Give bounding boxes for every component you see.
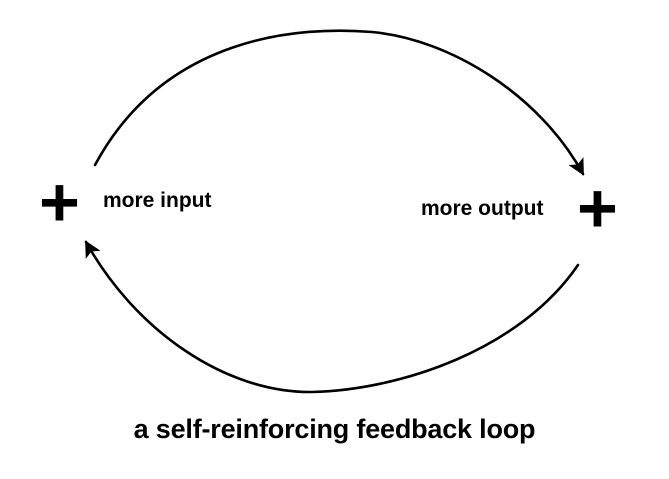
label-more-input: more input <box>103 189 212 212</box>
plus-sign-right: + <box>577 169 618 247</box>
label-more-output: more output <box>421 197 544 220</box>
plus-sign-left: + <box>39 163 80 241</box>
arrow-input-to-output <box>93 29 585 176</box>
diagram-caption: a self-reinforcing feedback loop <box>133 414 536 444</box>
arrow-output-to-input <box>84 240 580 394</box>
